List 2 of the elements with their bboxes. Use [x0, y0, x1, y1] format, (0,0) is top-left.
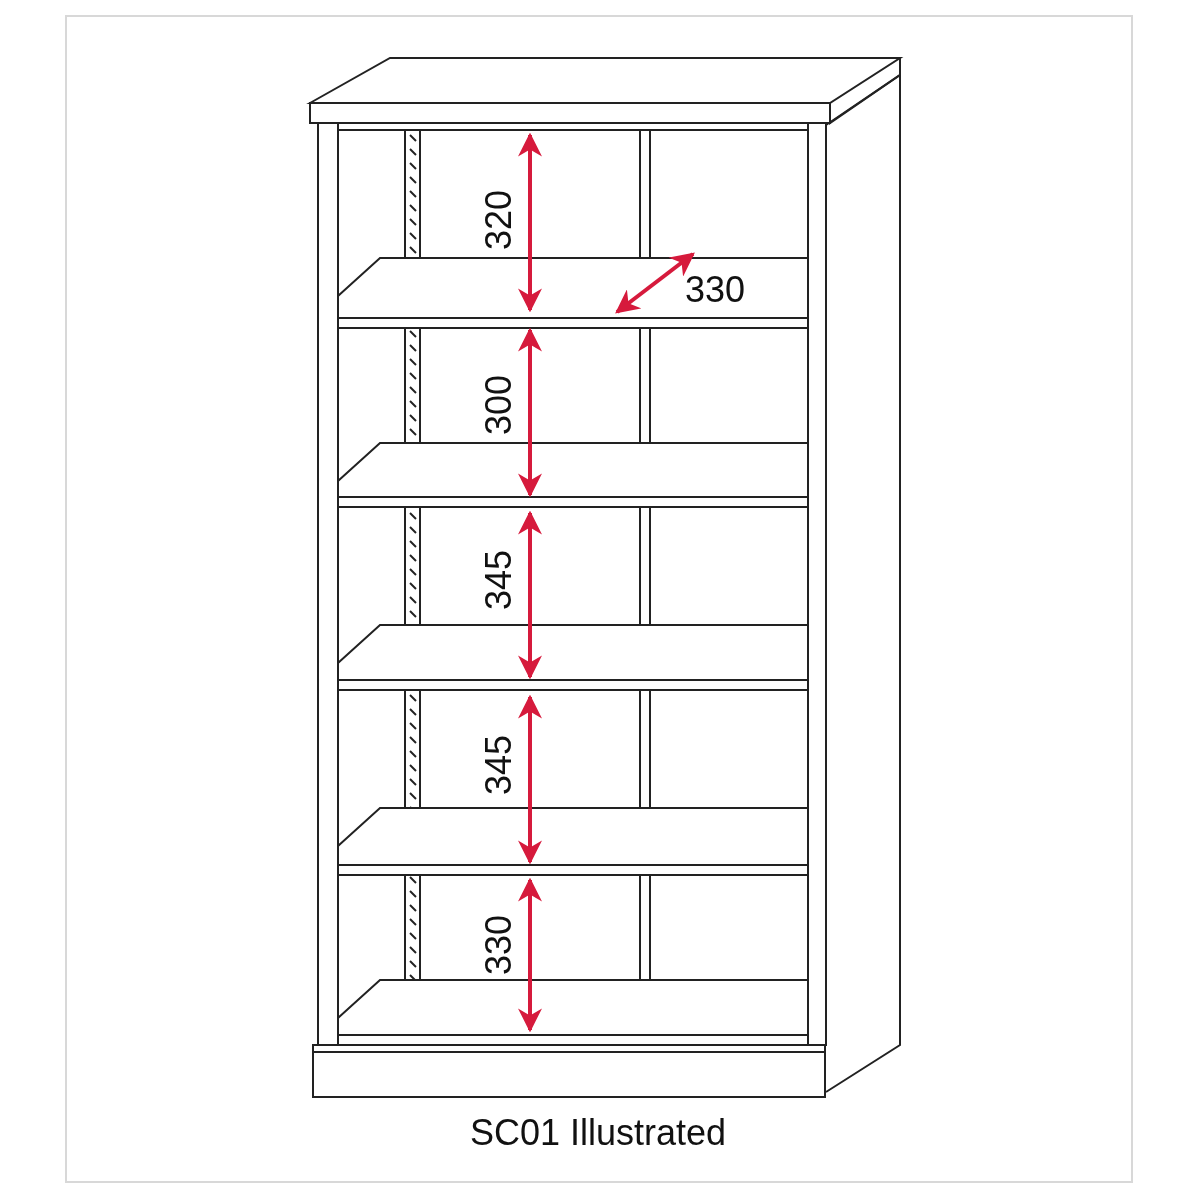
caption: SC01 Illustrated	[470, 1115, 727, 1151]
dimension-label: 330	[685, 272, 746, 308]
